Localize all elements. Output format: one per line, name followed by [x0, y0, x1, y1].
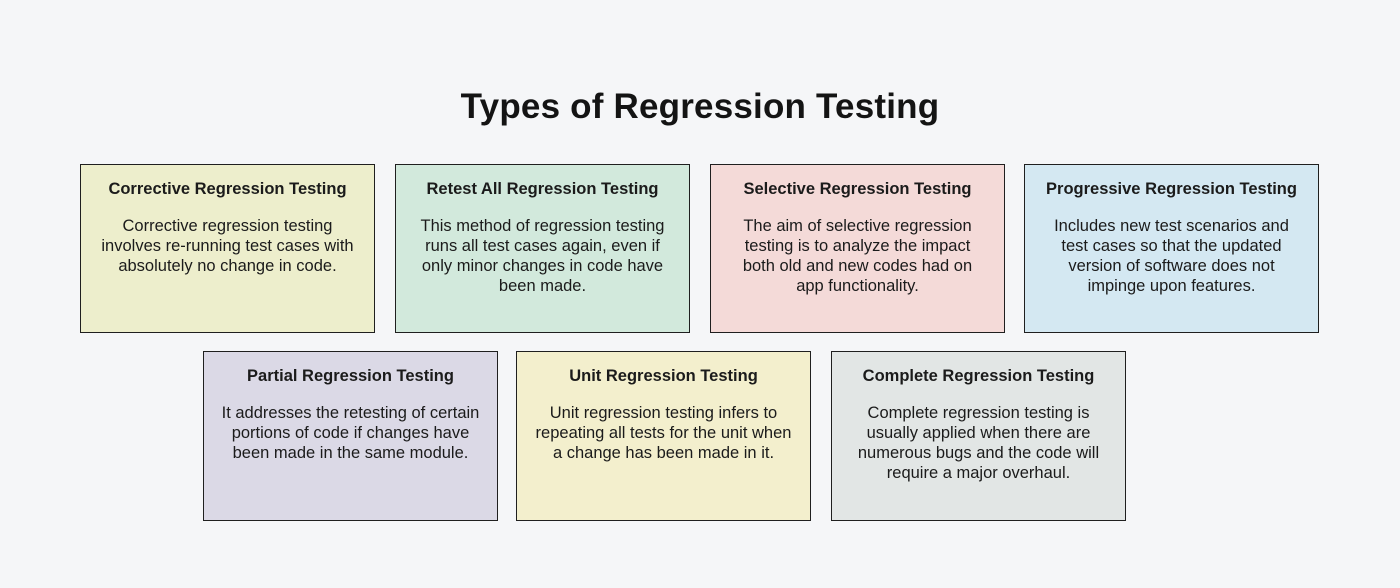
card-selective-regression-testing: Selective Regression Testing The aim of … — [710, 164, 1005, 333]
card-retest-all-regression-testing: Retest All Regression Testing This metho… — [395, 164, 690, 333]
card-title: Selective Regression Testing — [743, 180, 972, 198]
card-corrective-regression-testing: Corrective Regression Testing Corrective… — [80, 164, 375, 333]
card-title: Corrective Regression Testing — [108, 180, 347, 198]
card-title: Progressive Regression Testing — [1046, 180, 1297, 198]
card-body: Complete regression testing is usually a… — [857, 404, 1100, 482]
card-body: This method of regression testing runs a… — [420, 217, 665, 295]
card-title: Retest All Regression Testing — [426, 180, 659, 198]
card-body: It addresses the retesting of certain po… — [221, 404, 480, 462]
card-title: Unit Regression Testing — [569, 367, 758, 385]
card-body: The aim of selective regression testing … — [742, 217, 973, 295]
card-title: Partial Regression Testing — [247, 367, 454, 385]
card-body: Includes new test scenarios and test cas… — [1054, 217, 1289, 295]
card-body: Corrective regression testing involves r… — [101, 217, 354, 275]
card-progressive-regression-testing: Progressive Regression Testing Includes … — [1024, 164, 1319, 333]
card-body: Unit regression testing infers to repeat… — [535, 404, 792, 462]
card-partial-regression-testing: Partial Regression Testing It addresses … — [203, 351, 498, 521]
card-unit-regression-testing: Unit Regression Testing Unit regression … — [516, 351, 811, 521]
page-title: Types of Regression Testing — [460, 87, 940, 127]
card-complete-regression-testing: Complete Regression Testing Complete reg… — [831, 351, 1126, 521]
card-title: Complete Regression Testing — [862, 367, 1095, 385]
